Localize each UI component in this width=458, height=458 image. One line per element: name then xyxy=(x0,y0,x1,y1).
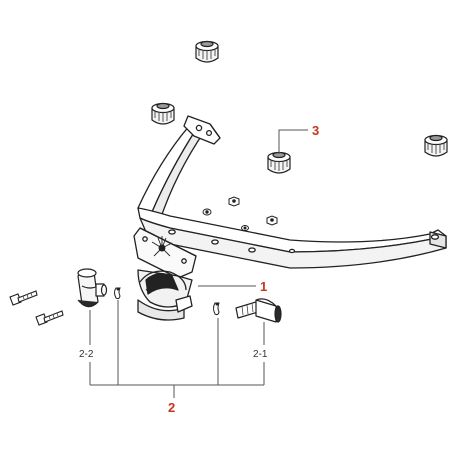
callout-3: 3 xyxy=(312,123,319,138)
leader-lines xyxy=(89,129,308,398)
retaining-clip-right xyxy=(213,302,220,316)
callout-2: 2 xyxy=(168,400,175,415)
beam-nuts xyxy=(202,196,278,231)
locking-pin xyxy=(235,298,282,323)
callout-2-1: 2-1 xyxy=(253,349,268,360)
bolt-top xyxy=(9,290,38,306)
retaining-clip xyxy=(114,287,121,300)
bolt-bottom xyxy=(35,310,64,326)
tow-bar-beam xyxy=(137,115,447,269)
rubber-bumper-middle xyxy=(267,151,291,174)
rubber-bumper-left xyxy=(151,102,175,125)
tow-hook-bracket xyxy=(133,227,197,321)
rubber-bumper-top xyxy=(195,40,219,63)
hook-pin xyxy=(77,268,108,308)
callout-1: 1 xyxy=(260,279,267,294)
callout-2-2: 2-2 xyxy=(79,349,94,360)
rubber-bumper-right xyxy=(424,134,448,157)
